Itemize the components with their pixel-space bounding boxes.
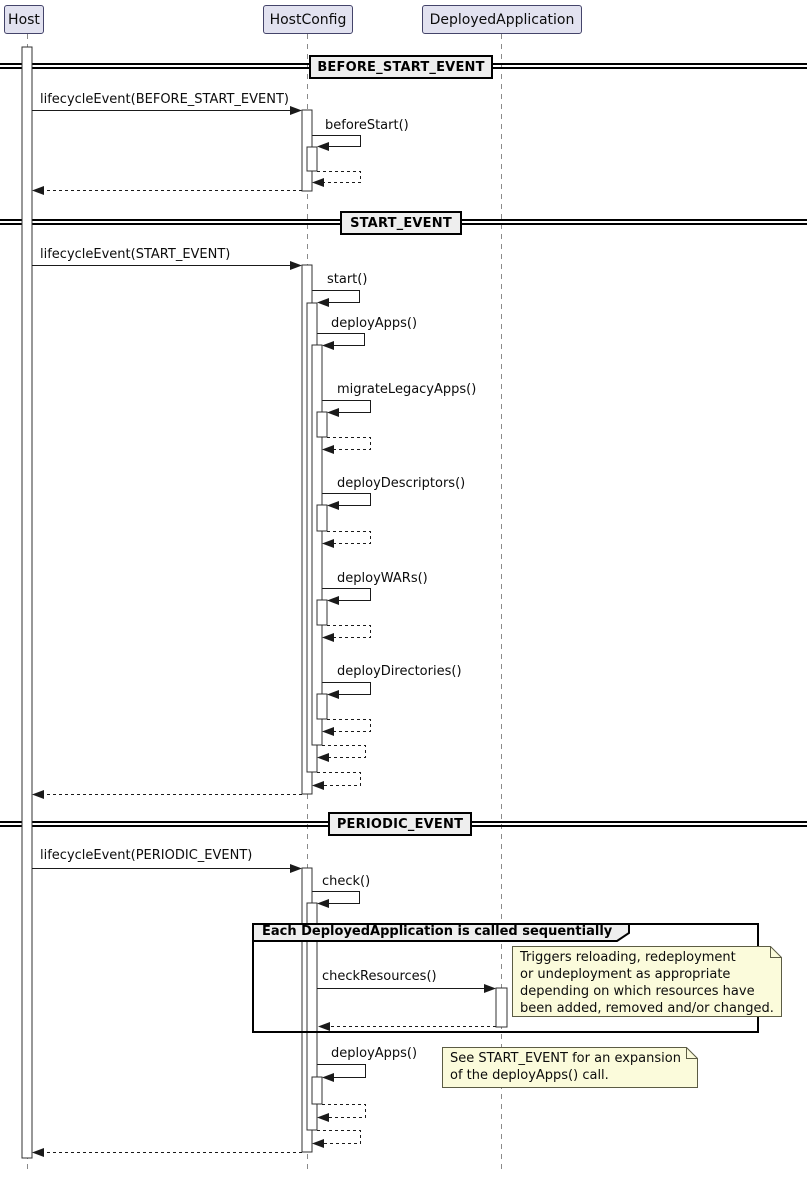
label-lifecycleEvent-periodic: lifecycleEvent(PERIODIC_EVENT) xyxy=(40,848,253,863)
arrow-deployDescriptors-self xyxy=(322,493,371,510)
participant-hostconfig: HostConfig xyxy=(263,5,353,34)
note-checkresources: Triggers reloading, redeployment or unde… xyxy=(512,946,782,1017)
divider-before-start-label: BEFORE_START_EVENT xyxy=(317,59,485,75)
note-deployapps-text: See START_EVENT for an expansion of the … xyxy=(450,1051,681,1083)
return-lifecycleEvent-start xyxy=(32,790,302,799)
note-deployapps: See START_EVENT for an expansion of the … xyxy=(442,1047,698,1088)
label-beforeStart: beforeStart() xyxy=(325,118,409,133)
label-migrateLegacyApps: migrateLegacyApps() xyxy=(337,382,477,397)
participant-deployedapplication: DeployedApplication xyxy=(422,5,582,34)
arrow-lifecycleEvent-periodic xyxy=(32,864,302,873)
divider-periodic-event: PERIODIC_EVENT xyxy=(328,812,472,836)
label-deployWARs: deployWARs() xyxy=(337,571,428,586)
return-beforeStart-self xyxy=(312,171,361,187)
return-deployApps-periodic-self xyxy=(317,1104,366,1122)
arrow-deployWARs-self xyxy=(322,588,371,605)
note-deployapps-shape xyxy=(442,1047,698,1088)
arrow-deployApps-self xyxy=(317,333,365,350)
activation-check xyxy=(306,902,318,1131)
activation-deploydescriptors xyxy=(316,504,328,532)
participant-host: Host xyxy=(4,5,44,34)
activation-deploywars xyxy=(316,599,328,626)
return-check-self xyxy=(312,1130,361,1148)
label-lifecycleEvent-before-start: lifecycleEvent(BEFORE_START_EVENT) xyxy=(40,92,289,107)
arrow-check-self xyxy=(312,891,360,908)
return-lifecycleEvent-before-start xyxy=(32,186,302,195)
note-checkresources-text: Triggers reloading, redeployment or unde… xyxy=(520,950,774,1016)
divider-before-start-event: BEFORE_START_EVENT xyxy=(309,55,493,79)
return-start-self xyxy=(312,772,361,790)
arrow-lifecycleEvent-start xyxy=(32,261,302,270)
label-checkResources: checkResources() xyxy=(322,969,437,984)
participant-host-label: Host xyxy=(8,11,40,28)
divider-start-event: START_EVENT xyxy=(340,211,462,235)
return-deployDescriptors-self xyxy=(322,531,371,548)
label-deployDescriptors: deployDescriptors() xyxy=(337,476,466,491)
arrow-deployDirectories-self xyxy=(322,682,371,699)
activation-host xyxy=(21,46,33,1159)
arrow-lifecycleEvent-before-start xyxy=(32,106,302,115)
label-deployApps: deployApps() xyxy=(331,316,418,331)
return-checkResources xyxy=(318,1022,496,1031)
label-start: start() xyxy=(327,272,368,287)
group-title: Each DeployedApplication is called seque… xyxy=(262,924,613,939)
activation-migratelegacyapps xyxy=(316,411,328,438)
return-deployDirectories-self xyxy=(322,719,371,736)
divider-start-label: START_EVENT xyxy=(350,215,452,231)
activation-beforestart xyxy=(306,146,318,172)
participant-deployedapplication-label: DeployedApplication xyxy=(429,11,575,28)
label-lifecycleEvent-start: lifecycleEvent(START_EVENT) xyxy=(40,247,231,262)
arrow-checkResources xyxy=(317,984,496,993)
activation-deploydirectories xyxy=(316,693,328,720)
activation-deployapps-periodic xyxy=(311,1076,323,1105)
note-checkresources-shape xyxy=(512,946,782,1017)
arrow-beforeStart-self xyxy=(312,135,361,151)
group-header-shape xyxy=(252,923,630,942)
arrow-deployApps-periodic-self xyxy=(317,1064,366,1082)
group-header: Each DeployedApplication is called seque… xyxy=(252,923,630,942)
return-deployApps-self xyxy=(317,745,366,762)
arrow-start-self xyxy=(312,290,360,307)
label-deployApps-periodic: deployApps() xyxy=(331,1046,418,1061)
label-check: check() xyxy=(322,874,371,889)
divider-periodic-label: PERIODIC_EVENT xyxy=(336,816,464,832)
activation-deployedapplication-checkresources xyxy=(495,987,508,1028)
participant-hostconfig-label: HostConfig xyxy=(269,11,347,28)
activation-deployapps xyxy=(311,344,323,746)
return-lifecycleEvent-periodic xyxy=(32,1148,302,1157)
arrow-migrateLegacyApps-self xyxy=(322,400,371,417)
return-migrateLegacyApps-self xyxy=(322,437,371,454)
return-deployWARs-self xyxy=(322,625,371,642)
label-deployDirectories: deployDirectories() xyxy=(337,664,462,679)
